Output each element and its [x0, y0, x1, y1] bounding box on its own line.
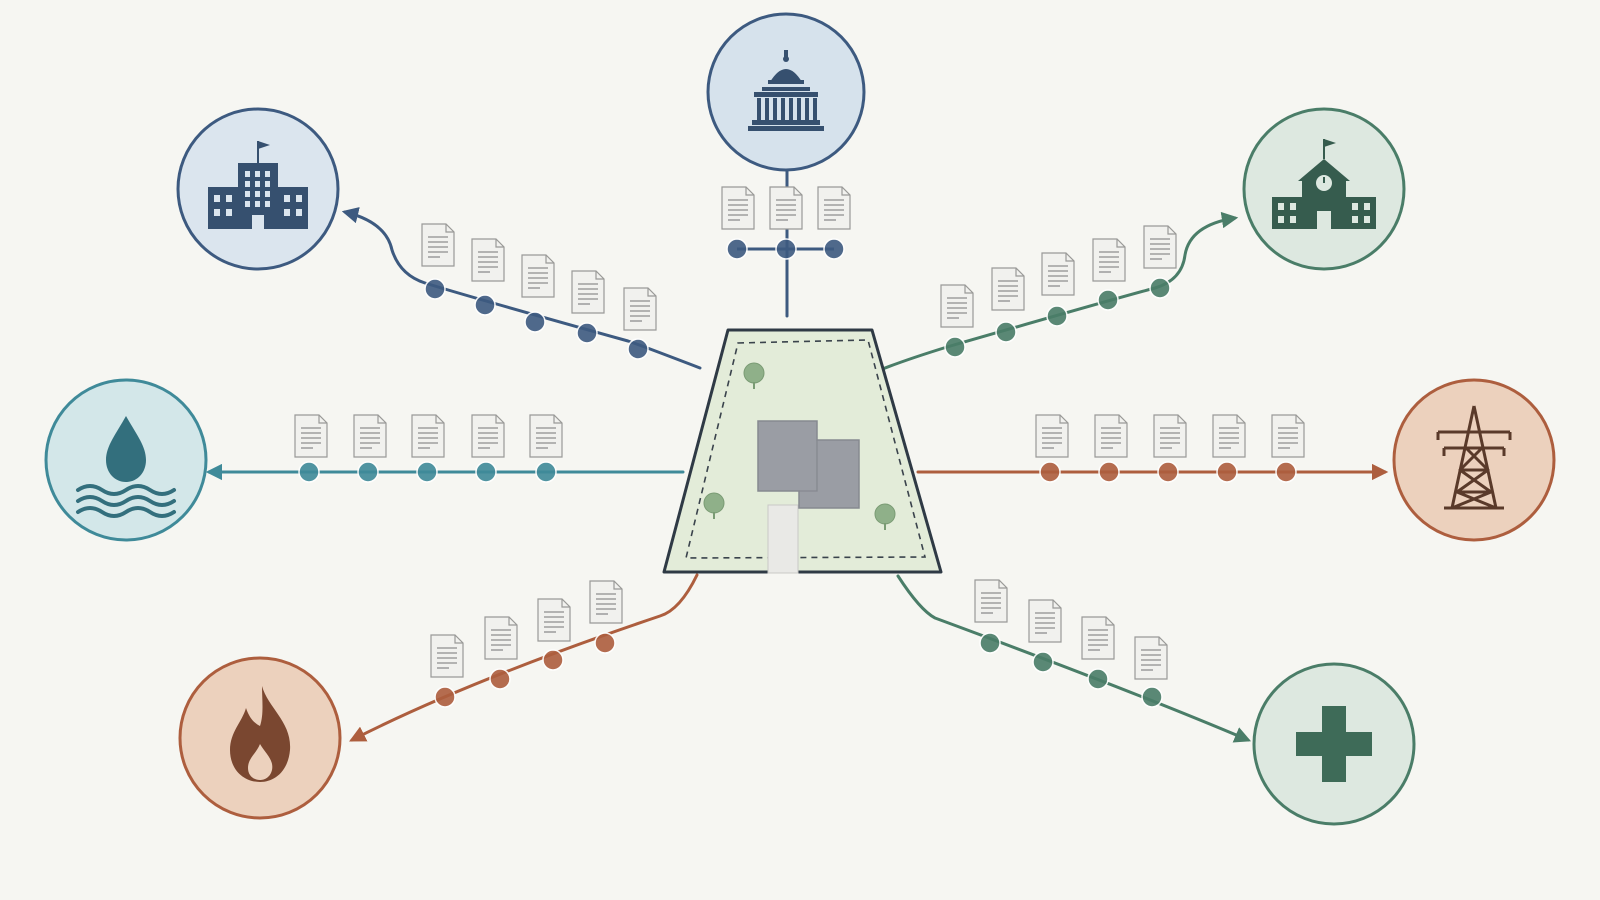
setback-line	[684, 339, 927, 559]
document-icon	[940, 284, 974, 328]
driveway	[767, 504, 799, 574]
medical-cross-icon	[1296, 706, 1372, 782]
connector-node	[627, 338, 649, 360]
connector-node	[357, 461, 379, 483]
document-icon	[721, 186, 755, 230]
document-icon	[589, 580, 623, 624]
document-icon	[421, 223, 455, 267]
document-icon	[571, 270, 605, 314]
document-icon	[1134, 636, 1168, 680]
connector-node	[1087, 668, 1109, 690]
document-icon	[1035, 414, 1069, 458]
connector-node	[424, 278, 446, 300]
water-node	[44, 378, 208, 542]
branch-city-hall	[421, 223, 657, 360]
branch-electric	[1035, 414, 1305, 483]
connector-health	[896, 574, 1252, 743]
connector-node	[1275, 461, 1297, 483]
connector-node	[1216, 461, 1238, 483]
document-icon	[353, 414, 387, 458]
connector-node	[474, 294, 496, 316]
document-icon	[521, 254, 555, 298]
branch-water	[294, 414, 563, 483]
connector-node	[475, 461, 497, 483]
document-icon	[623, 287, 657, 331]
connector-node	[576, 322, 598, 344]
document-icon	[769, 186, 803, 230]
document-icon	[817, 186, 851, 230]
document-icon	[1092, 238, 1126, 282]
land-parcel	[662, 328, 943, 574]
document-icon	[484, 616, 518, 660]
document-icon	[1041, 252, 1075, 296]
document-icon	[1081, 616, 1115, 660]
connector-node	[944, 336, 966, 358]
document-icon	[430, 634, 464, 678]
office-building-flag-icon	[208, 141, 308, 229]
electric-node	[1392, 378, 1556, 542]
connector-node	[1039, 461, 1061, 483]
branch-gas	[430, 580, 623, 708]
connector-node	[524, 311, 546, 333]
document-icon	[974, 579, 1008, 623]
document-icon	[537, 598, 571, 642]
tree-icon	[874, 503, 896, 525]
connector-school	[878, 211, 1239, 372]
document-icon	[1153, 414, 1187, 458]
tree-icon	[743, 362, 765, 384]
connector-node	[594, 632, 616, 654]
branch-capitol	[721, 186, 851, 260]
document-icon	[1143, 225, 1177, 269]
power-transmission-tower-icon	[1436, 405, 1512, 510]
document-icon	[991, 267, 1025, 311]
document-icon	[471, 414, 505, 458]
flame-icon	[230, 686, 291, 782]
connector-node	[298, 461, 320, 483]
capitol-building-icon	[748, 50, 824, 131]
connector-node	[1097, 289, 1119, 311]
connector-gas	[349, 573, 699, 742]
branch-health	[974, 579, 1168, 708]
health-node	[1252, 662, 1416, 826]
school-node	[1242, 107, 1406, 271]
document-icon	[411, 414, 445, 458]
connector-node	[823, 238, 845, 260]
connector-node	[1046, 305, 1068, 327]
school-building-icon	[1272, 139, 1376, 229]
document-icon	[529, 414, 563, 458]
electric-circle	[1392, 378, 1556, 542]
branch-school	[940, 225, 1177, 358]
capitol-node	[706, 12, 866, 172]
connector-node	[542, 649, 564, 671]
connector-node	[726, 238, 748, 260]
document-icon	[1212, 414, 1246, 458]
connector-node	[1157, 461, 1179, 483]
connector-node	[434, 686, 456, 708]
connector-node	[1149, 277, 1171, 299]
house-footprint	[757, 420, 860, 509]
connector-node	[1141, 686, 1163, 708]
connector-node	[1098, 461, 1120, 483]
connector-node	[979, 632, 1001, 654]
document-icon	[1094, 414, 1128, 458]
connector-node	[775, 238, 797, 260]
document-icon	[1271, 414, 1305, 458]
document-icon	[471, 238, 505, 282]
gas-node	[178, 656, 342, 820]
city-hall-node	[176, 107, 340, 271]
connector-node	[535, 461, 557, 483]
connector-node	[995, 321, 1017, 343]
document-icon	[294, 414, 328, 458]
connector-node	[416, 461, 438, 483]
connector-node	[489, 668, 511, 690]
water-drop-waves-icon	[76, 416, 176, 518]
tree-icon	[703, 492, 725, 514]
document-icon	[1028, 599, 1062, 643]
connector-node	[1032, 651, 1054, 673]
